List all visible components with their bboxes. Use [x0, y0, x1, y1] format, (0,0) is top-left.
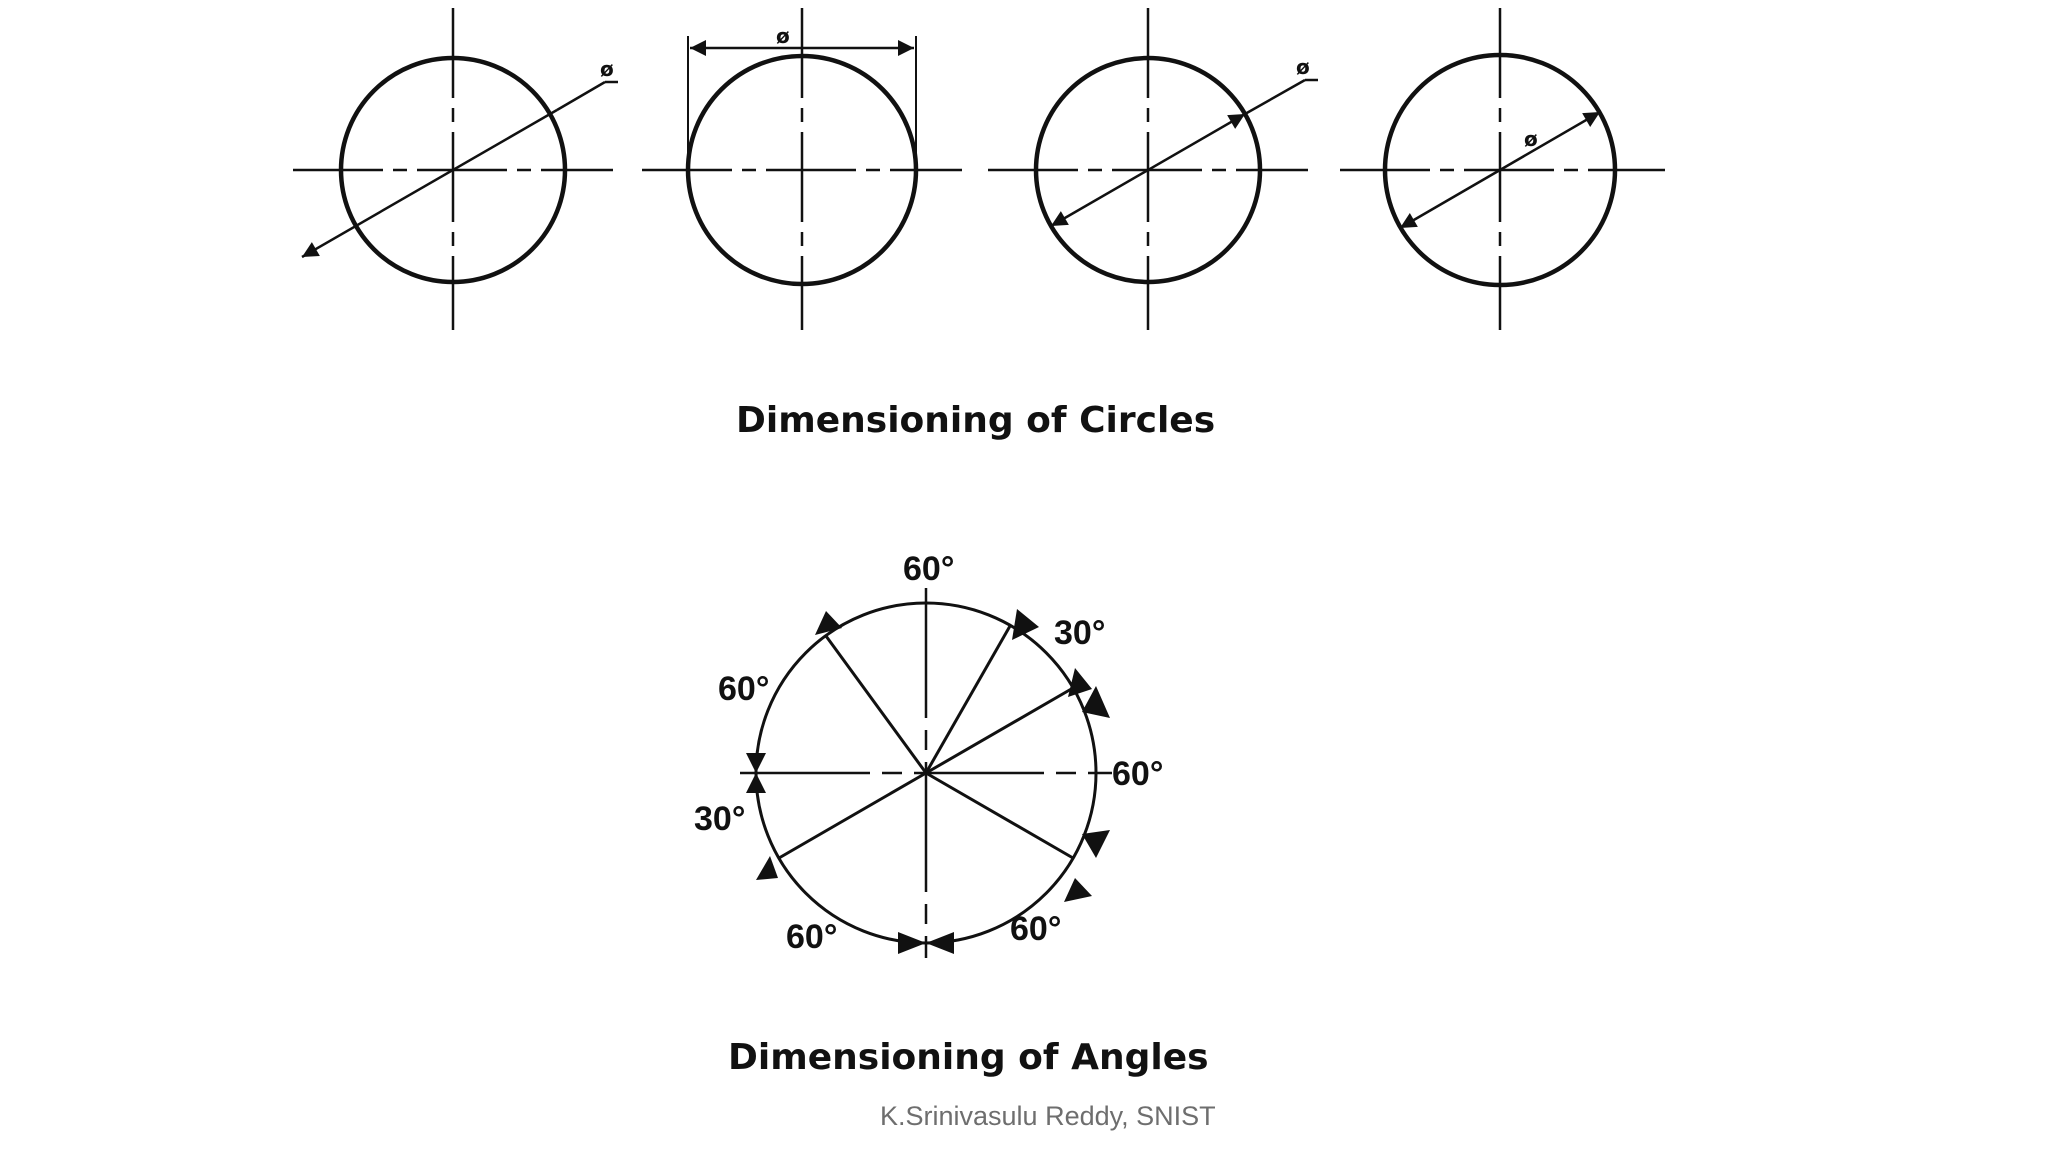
arc-arrowheads: [746, 609, 1110, 954]
angle-label-upper-right: 30°: [1054, 614, 1105, 652]
angle-label-bottom-left: 60°: [786, 918, 837, 956]
author-credit: K.Srinivasulu Reddy, SNIST: [880, 1101, 1216, 1131]
circle-diagram-4: ø: [1340, 8, 1665, 330]
diameter-symbol: ø: [600, 57, 614, 81]
arrowhead: [1064, 878, 1092, 902]
circle-diagram-2: ø: [642, 8, 962, 330]
radial-line-210: [778, 771, 927, 860]
arrowhead: [746, 773, 766, 793]
circle-diagram-1: ø: [293, 8, 618, 330]
circles-caption: Dimensioning of Circles: [736, 400, 1215, 441]
diameter-symbol: ø: [1296, 55, 1310, 79]
arrowhead: [1068, 668, 1092, 697]
angle-label-top: 60°: [903, 550, 954, 588]
arrowhead: [746, 753, 766, 773]
arrowhead: [926, 932, 954, 954]
arrowhead: [756, 856, 778, 880]
arrowhead: [1082, 686, 1110, 718]
diameter-dimension-line: [1050, 112, 1246, 228]
radial-line-120: [824, 635, 928, 774]
arrowhead: [1012, 609, 1039, 640]
angle-label-upper-left: 60°: [718, 670, 769, 708]
angle-label-lower-left: 30°: [694, 800, 745, 838]
angle-label-right: 60°: [1112, 755, 1163, 793]
angles-caption: Dimensioning of Angles: [728, 1037, 1209, 1078]
arrowhead: [898, 932, 926, 954]
radial-line-30: [925, 686, 1074, 775]
angle-label-bottom-right: 60°: [1010, 910, 1061, 948]
diameter-symbol: ø: [1524, 127, 1538, 151]
radial-line-330: [925, 771, 1074, 860]
circle-diagram-3: ø: [988, 8, 1318, 330]
diameter-dimension-line: [1399, 110, 1601, 230]
diameter-leader-line: [556, 80, 606, 112]
radial-line-60: [924, 625, 1012, 774]
diameter-leader-line: [1244, 78, 1306, 116]
arrowhead: [1082, 830, 1110, 858]
circles-figure: ø ø ø ø: [293, 8, 1665, 330]
diameter-symbol: ø: [776, 24, 790, 48]
arrowhead: [815, 611, 842, 635]
angles-figure: 60° 30° 60° 60° 30° 60° 60°: [694, 550, 1163, 958]
diameter-dimension-line: [301, 108, 558, 259]
